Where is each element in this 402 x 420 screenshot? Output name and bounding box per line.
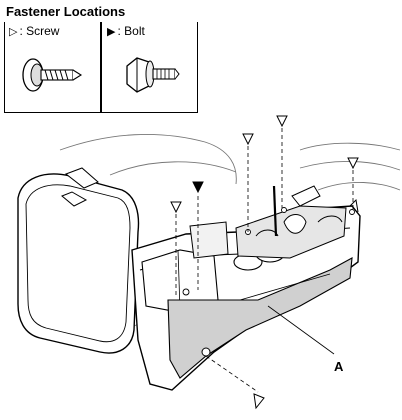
bolt-marker: [192, 181, 204, 194]
legend-bolt-label: ▶: Bolt: [107, 24, 145, 38]
screw-icon: [22, 58, 83, 92]
bolt-symbol: ▶: [107, 26, 116, 38]
bolt-icon: [126, 57, 180, 93]
callout-a: A: [334, 359, 344, 374]
screw-symbol: ▷: [9, 26, 18, 38]
legend-screw-box: ▷: Screw: [4, 22, 102, 113]
screw-markers: [170, 115, 359, 410]
legend-screw-label: ▷: Screw: [9, 24, 59, 38]
legend-bolt-box: ▶: Bolt: [100, 22, 198, 113]
screw-text: : Screw: [19, 24, 60, 38]
legend-title: Fastener Locations: [6, 4, 126, 19]
bolt-text: : Bolt: [117, 24, 145, 38]
